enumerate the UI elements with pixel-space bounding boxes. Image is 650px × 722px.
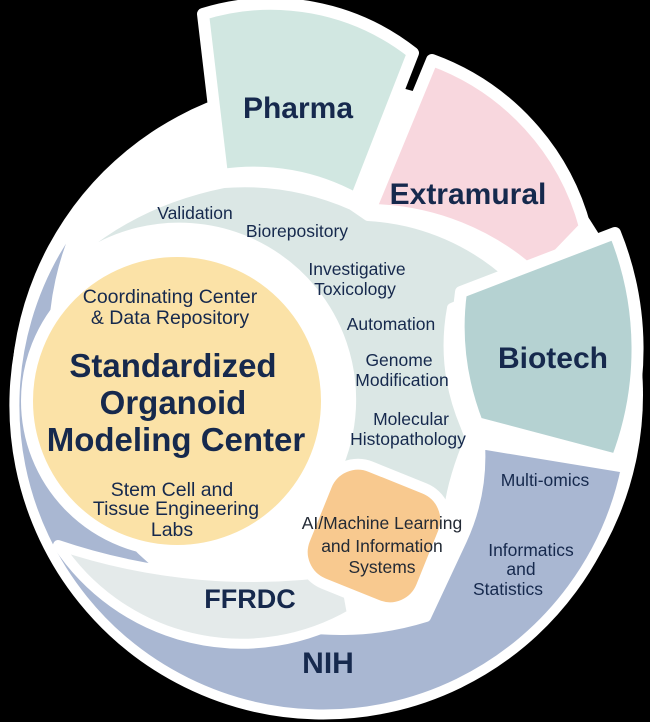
biorepository-label: Biorepository: [246, 221, 348, 241]
coordinating-center-label-line1: Coordinating Center: [83, 286, 258, 308]
stem-cell-label-line1: Stem Cell and: [111, 479, 233, 501]
ffrdc-label: FFRDC: [204, 584, 295, 614]
ai-ml-label-line3: Systems: [348, 557, 415, 577]
ffrdc-segment: [53, 540, 357, 649]
extramural-segment: [364, 54, 591, 283]
validation-label: Validation: [157, 203, 233, 223]
pharma-label: Pharma: [243, 92, 353, 125]
stem-cell-label-line2: Tissue Engineering: [93, 498, 259, 520]
automation-label: Automation: [347, 314, 436, 334]
informatics-label-line2: and: [506, 559, 535, 579]
ai-ml-diamond: [296, 458, 452, 614]
pharma-segment: [197, 0, 419, 205]
biotech-segment: [452, 227, 644, 466]
center-title-line1: Standardized: [69, 347, 276, 384]
informatics-label-line3: Statistics: [473, 579, 543, 599]
multi-omics-label: Multi-omics: [501, 470, 590, 490]
molecular-histopathology-label-line1: Molecular: [373, 409, 449, 429]
molecular-histopathology-label-line2: Histopathology: [350, 429, 466, 449]
investigative-toxicology-label-line2: Toxicology: [314, 279, 396, 299]
biotech-label: Biotech: [498, 342, 608, 375]
genome-modification-label-line2: Modification: [355, 370, 448, 390]
ai-ml-label-line1: AI/Machine Learning: [302, 513, 463, 533]
informatics-label-line1: Informatics: [488, 540, 574, 560]
center-title-line2: Organoid: [100, 384, 247, 421]
stem-cell-label-line3: Labs: [151, 519, 194, 541]
genome-modification-label-line1: Genome: [365, 350, 432, 370]
ai-ml-label-line2: and Information: [321, 536, 443, 556]
center-circle: [21, 245, 333, 557]
extramural-label: Extramural: [390, 178, 547, 211]
coordinating-center-label-line2: & Data Repository: [91, 307, 249, 329]
capabilities-ring: [75, 177, 520, 527]
investigative-toxicology-label-line1: Investigative: [308, 259, 405, 279]
nih-label: NIH: [302, 647, 354, 680]
center-title-line3: Modeling Center: [47, 421, 306, 458]
